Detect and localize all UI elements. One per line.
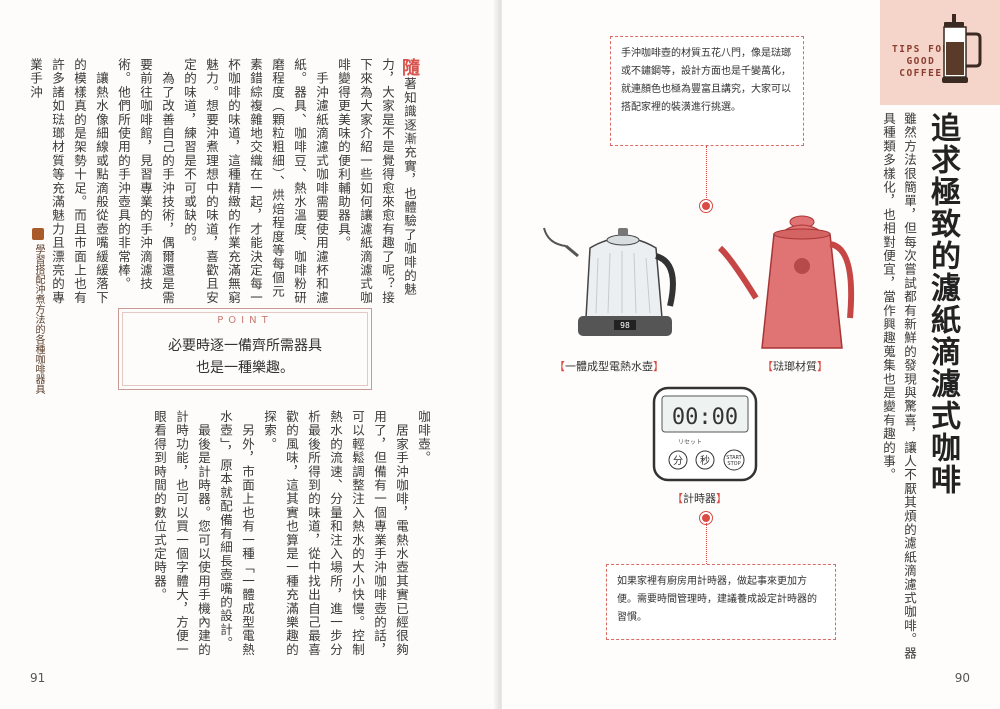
page-title: 追求極致的濾紙滴濾式咖啡 [925,112,960,496]
intro-text: 雖然方法很簡單，但每次嘗試都有新鮮的發現與驚喜，讓人不厭其煩的濾紙滴濾式咖啡。器… [881,112,917,660]
caption-timer: 【計時器】 [672,492,727,505]
left-page: 隨著知識逐漸充實，也體驗了咖啡的魅力，大家是不是覺得愈來愈有趣了呢？接下來為大家… [0,0,498,709]
timer-reset-label: リセット [678,439,702,446]
callout-top: 手沖咖啡壺的材質五花八門，像是琺瑯或不鏽鋼等，設計方面也是千變萬化，就連顏色也極… [610,36,804,146]
timer-sec-button: 秒 [700,454,710,467]
electric-kettle-icon: 98 [543,227,676,336]
callout-dot [700,200,712,212]
french-press-icon [942,14,982,83]
tips-badge: TIPS FOR GOOD COFFEE [880,0,1000,105]
enamel-kettle-icon [717,215,855,349]
point-label: POINT [217,315,273,326]
page-number-left: 91 [30,671,46,685]
timer-min-button: 分 [673,455,683,467]
point-text: 必要時逐一備齊所需器具 也是一種樂趣。 [168,338,322,376]
timer-icon: 00:00 リセット 分 秒 START STOP [652,386,758,482]
left-col2-text: 咖啡壺。 居家手沖咖啡，電熱水壺其實已經很夠用了，但備有一個專業手沖咖啡壺的話，… [152,410,431,657]
point-box: POINT 必要時逐一備齊所需器具 也是一種樂趣。 [118,308,372,390]
timer-display: 00:00 [672,405,738,430]
tips-text: TIPS FOR GOOD COFFEE [892,44,950,79]
right-page: TIPS FOR GOOD COFFEE 追求極致的濾紙滴濾式咖啡 雖然方法很簡… [502,0,1000,709]
left-col1-text: 隨著知識逐漸充實，也體驗了咖啡的魅力，大家是不是覺得愈來愈有趣了呢？接下來為大家… [28,58,420,305]
caption-electric-kettle: 【一體成型電熱水壺】 [554,360,664,373]
svg-text:STOP: STOP [727,461,740,467]
side-tab-label: 學習搭配沖煮方法的各種咖啡器具 [33,244,44,394]
timer-start-button: START [726,455,742,461]
caption-enamel-kettle: 【琺瑯材質】 [762,360,828,373]
drop-cap: 隨 [399,58,420,78]
callout-bottom: 如果家裡有廚房用計時器，做起事來更加方便。需要時間管理時，建議養成設定計時器的習… [606,564,836,640]
kettle-display: 98 [620,321,630,330]
chapter-icon [32,228,44,240]
page-number-right: 90 [954,671,970,685]
